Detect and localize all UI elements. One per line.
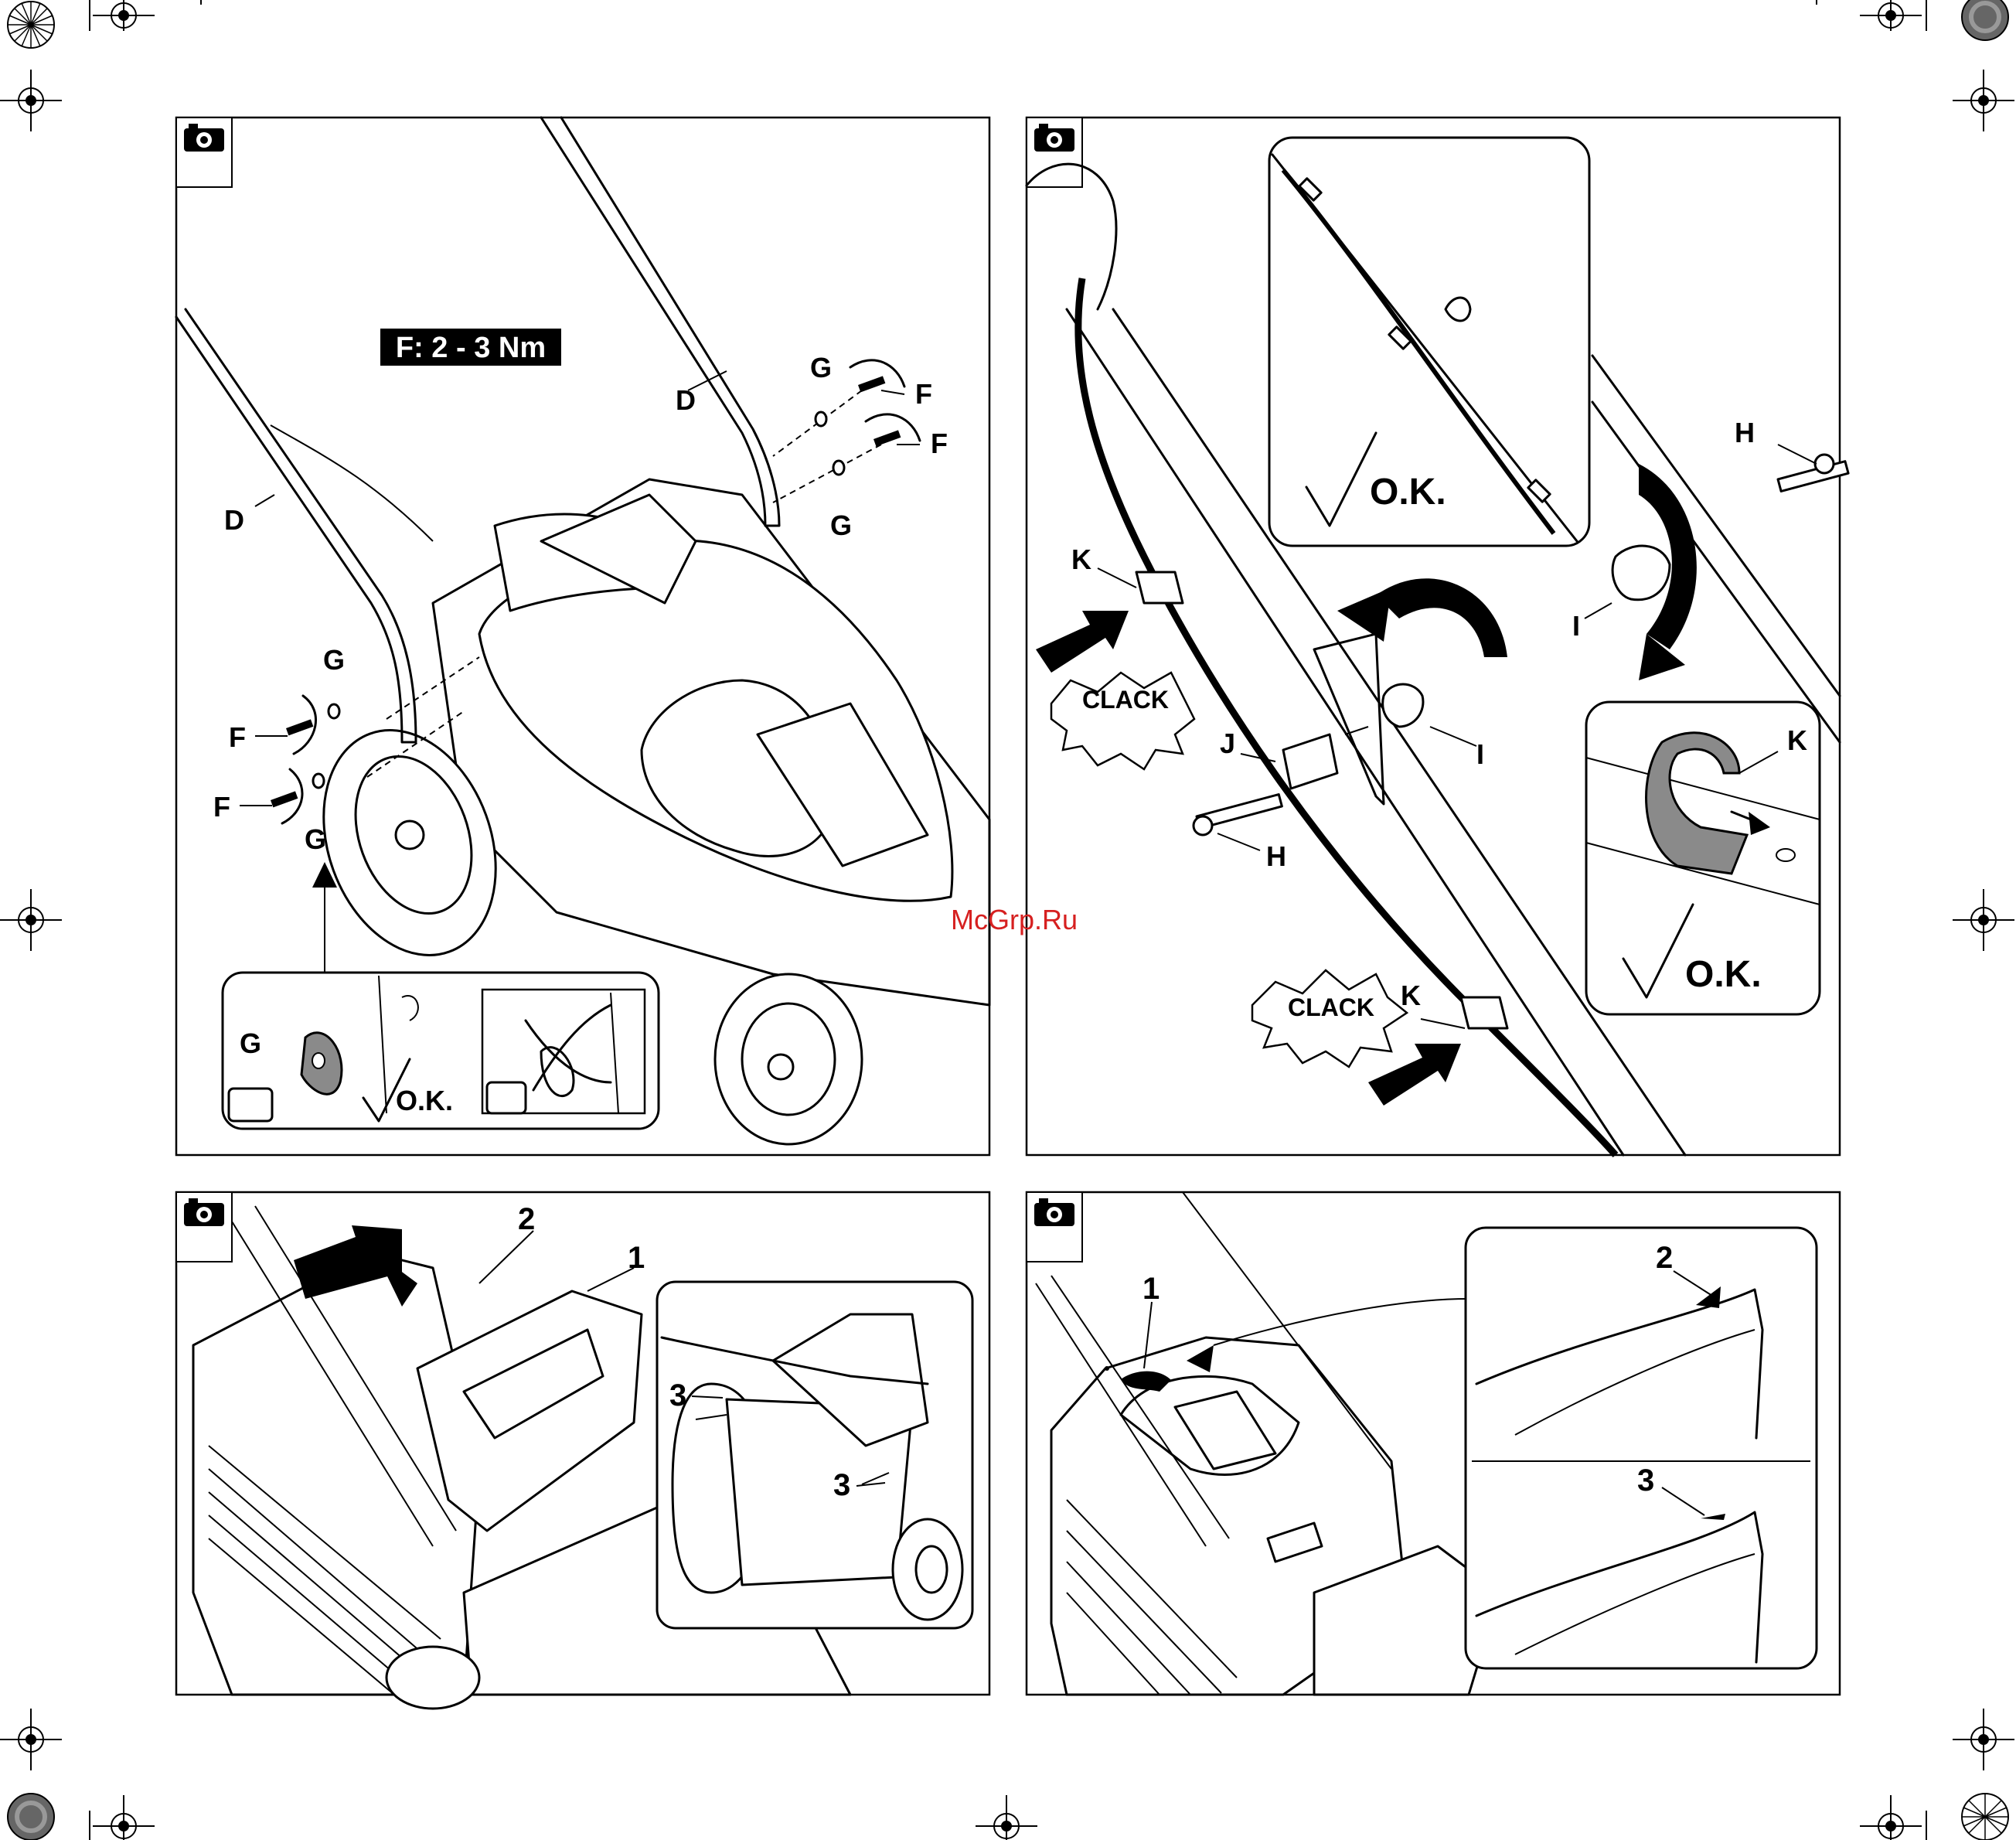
label-k3: K [1787,724,1807,756]
torque-text: F: 2 - 3 Nm [396,332,546,364]
indicator-detail-inset [1466,1228,1817,1668]
camera-icon [176,1192,232,1262]
clack-text-1: CLACK [1082,686,1169,714]
ok-label-right: O.K. [1685,954,1762,995]
label-h1: H [1735,417,1755,448]
camera-icon [176,118,232,187]
ok-inset-top: O.K. [1269,138,1589,546]
label-f2: F [931,428,948,459]
label-f1: F [915,378,932,410]
label-j: J [1220,727,1235,759]
label-g4: G [305,823,326,855]
label-g5: G [240,1027,261,1059]
camera-icon [1027,1192,1082,1262]
label-k1: K [1071,543,1091,575]
label-1: 1 [1143,1272,1160,1306]
label-k2: K [1401,980,1421,1011]
panel-1-handle-assembly: F: 2 - 3 Nm [176,118,989,1155]
label-g3: G [323,644,345,676]
flap-detail-inset [657,1282,972,1628]
label-i2: I [1572,610,1580,642]
label-d1: D [676,384,696,416]
torque-label: F: 2 - 3 Nm [380,329,561,366]
label-3b: 3 [833,1468,850,1502]
watermark: McGrp.Ru [951,904,1078,935]
label-3: 3 [1637,1463,1654,1498]
label-3a: 3 [669,1378,686,1412]
label-f3: F [229,721,246,753]
registration-mark-top-right [1962,0,2008,40]
registration-mark-top-left [8,2,54,48]
clack-text-2: CLACK [1288,993,1374,1021]
panel-4-fill-indicator: 1 2 3 [1027,1192,1840,1695]
label-f4: F [213,791,230,823]
label-h2: H [1266,840,1286,872]
label-g2: G [830,509,852,541]
ok-inset-right: O.K. [1586,702,1820,1014]
label-2: 2 [518,1202,535,1236]
ok-label-top: O.K. [1370,472,1446,513]
panel-3-grass-catcher: 2 1 3 3 [176,1192,989,1709]
label-g1: G [810,352,832,383]
label-d2: D [224,504,244,536]
panel-2-cable-clips: O.K. O.K. [1027,118,1848,1155]
label-i1: I [1476,738,1484,770]
label-1: 1 [628,1241,645,1275]
registration-mark-bottom-left [8,1794,54,1840]
ok-label: O.K. [396,1085,453,1116]
registration-mark-bottom-right [1962,1794,2008,1840]
label-2: 2 [1656,1241,1673,1275]
